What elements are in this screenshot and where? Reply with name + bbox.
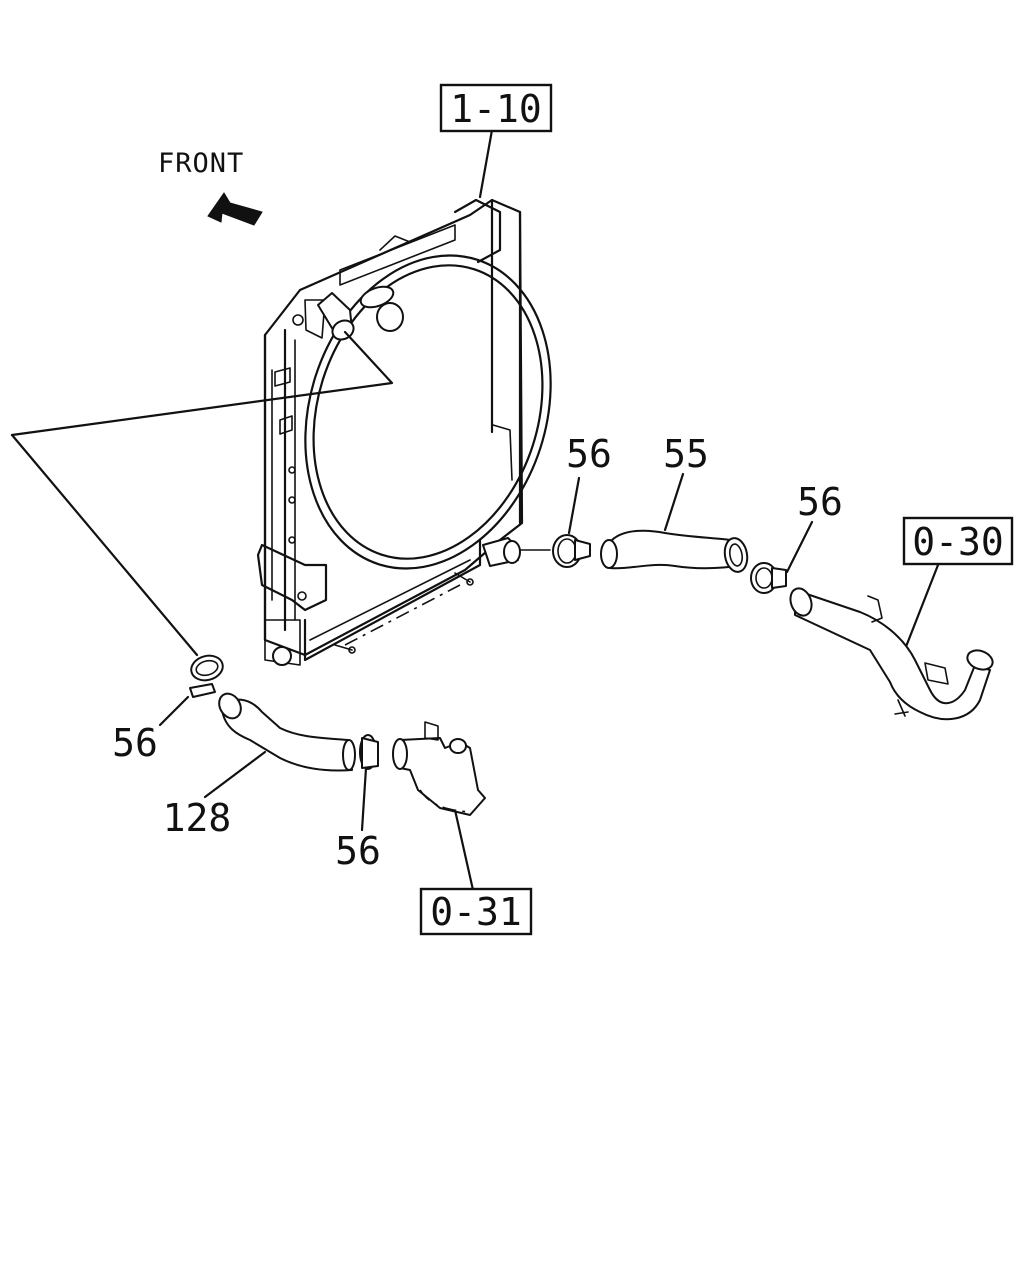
hose-clamp-upper-left	[552, 534, 591, 568]
hose-clamp-lower-left	[189, 654, 224, 698]
ref-box-radiator[interactable]: 1-10	[439, 83, 553, 133]
hose-clamp-upper-right	[750, 562, 787, 594]
ref-box-outlet-pipe[interactable]: 0-30	[902, 516, 1014, 566]
radiator-assembly	[256, 198, 552, 666]
hose-upper-55	[600, 529, 749, 573]
ref-box-thermostat-housing[interactable]: 0-31	[419, 887, 533, 936]
ref-box-radiator-text: 1-10	[450, 87, 542, 131]
parts-group	[189, 529, 994, 816]
callout-clamp-upper-left[interactable]: 56	[566, 432, 612, 476]
front-label: FRONT	[158, 148, 244, 179]
leader-lines	[10, 128, 940, 892]
outlet-pipe-0-30	[789, 587, 994, 721]
callout-hose-upper[interactable]: 55	[663, 432, 709, 476]
hose-clamp-lower-right	[359, 734, 379, 770]
callout-clamp-lower-right[interactable]: 56	[335, 829, 381, 873]
front-indicator: FRONT	[158, 148, 263, 226]
ref-box-thermostat-housing-text: 0-31	[430, 890, 522, 934]
callout-hose-lower[interactable]: 128	[163, 796, 232, 840]
arrow-up-left-icon	[207, 192, 263, 226]
hose-lower-128	[218, 692, 356, 772]
thermostat-housing-0-31	[392, 721, 486, 816]
callout-clamp-upper-right[interactable]: 56	[797, 480, 843, 524]
callout-clamp-lower-left[interactable]: 56	[112, 721, 158, 765]
ref-box-outlet-pipe-text: 0-30	[912, 520, 1004, 564]
